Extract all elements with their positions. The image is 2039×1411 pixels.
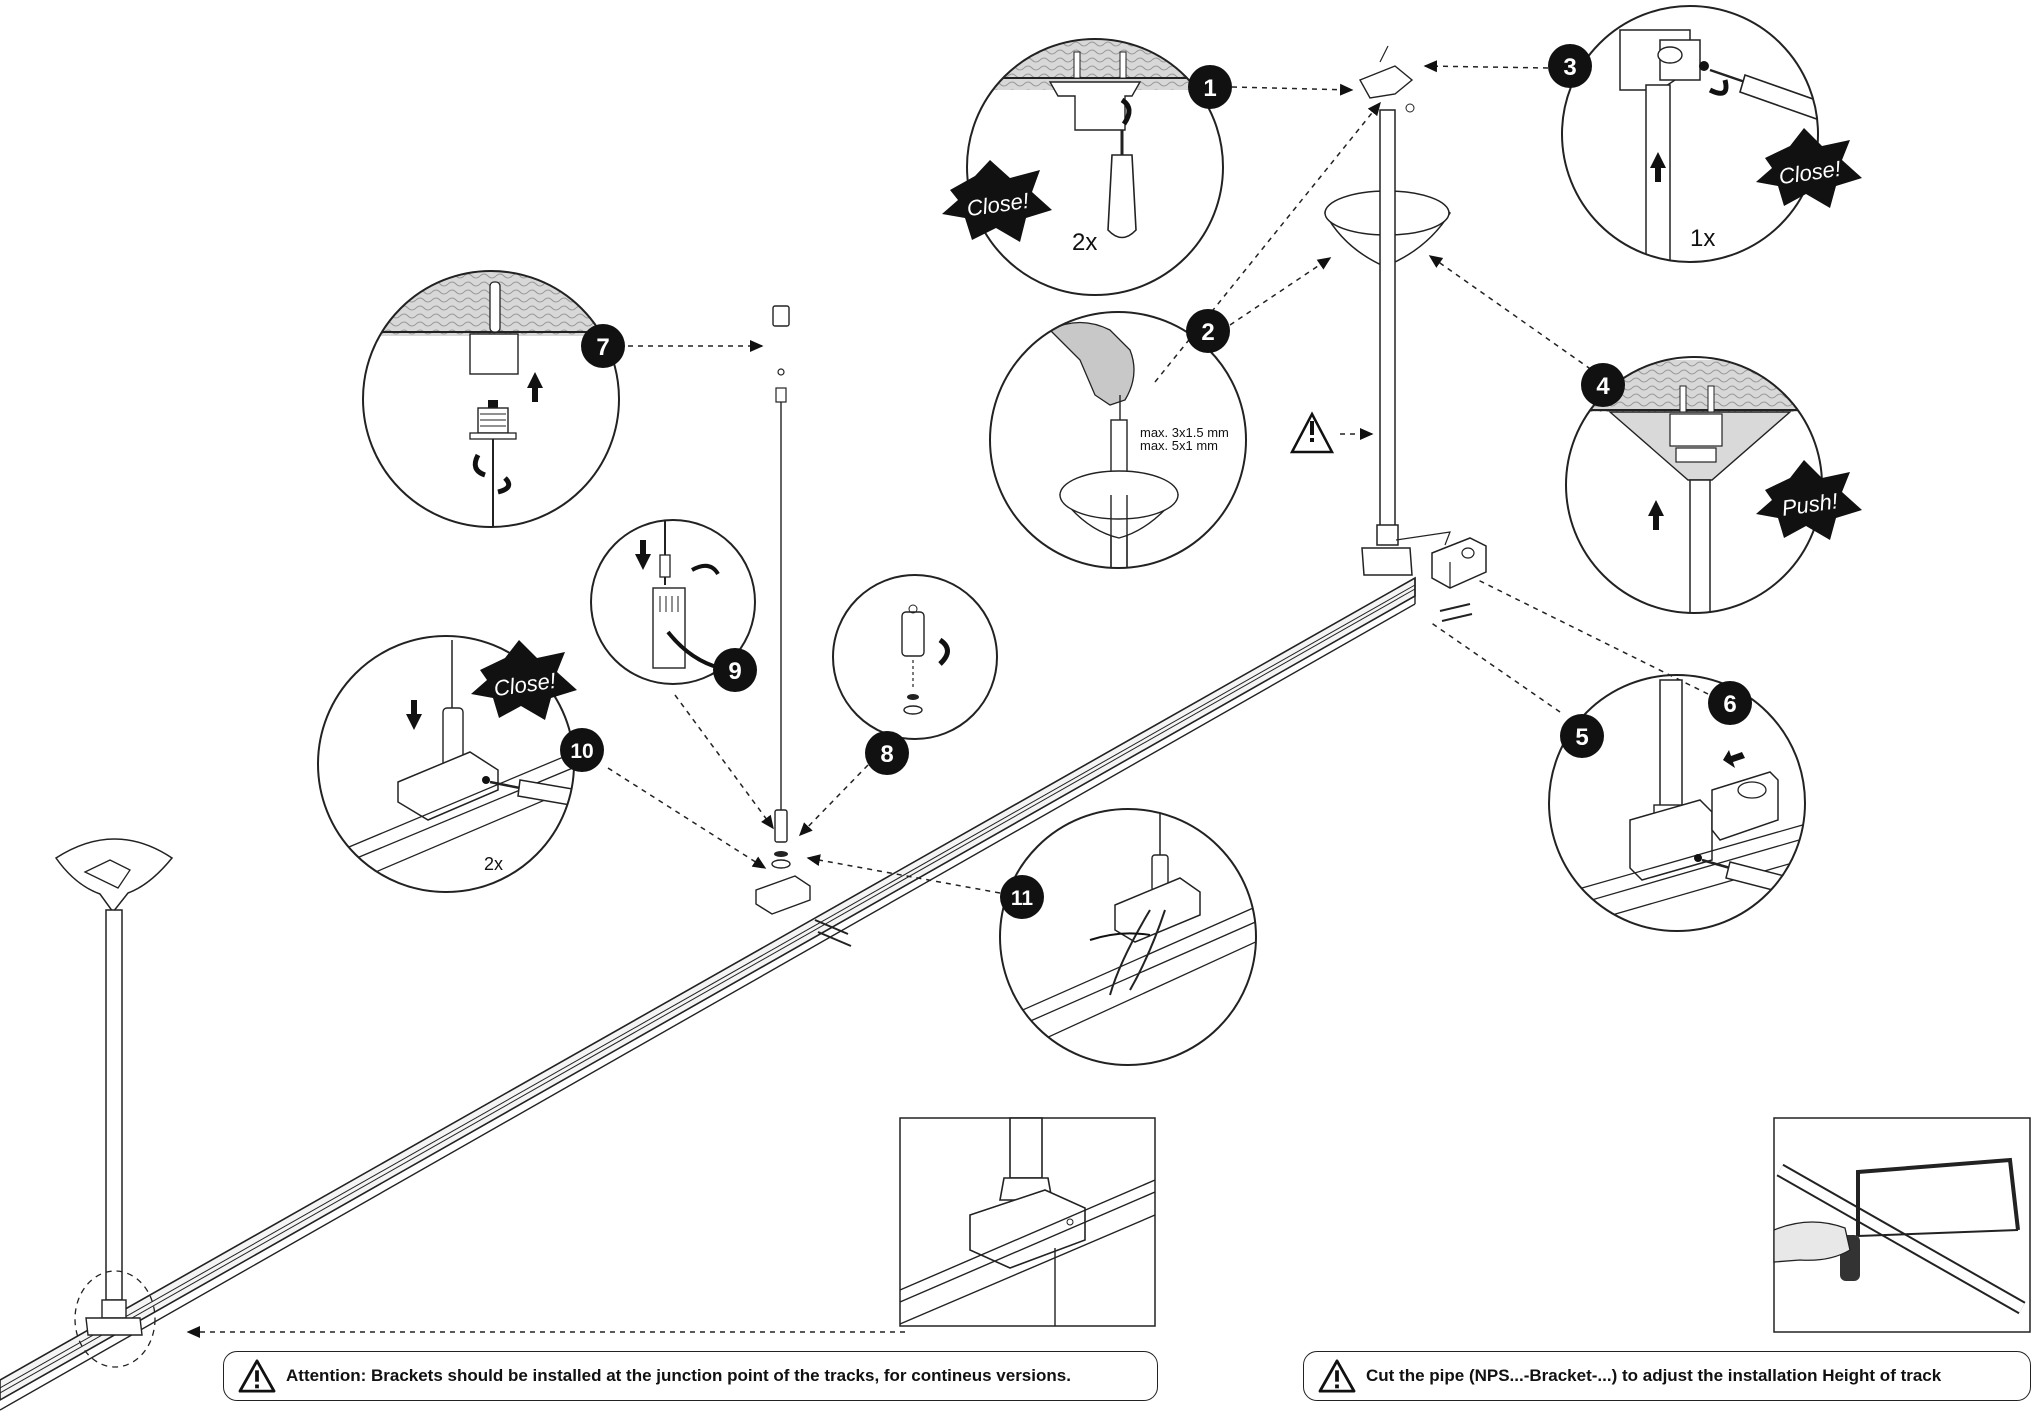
cable-spec-2: max. 5x1 mm [1140, 438, 1218, 453]
count-label: 2x [1072, 229, 1097, 256]
step-number-11: 11 [1000, 875, 1044, 919]
cut-pipe-detail-inset [1773, 1117, 2031, 1333]
junction-note-text: Attention: Brackets should be installed … [286, 1366, 1071, 1385]
callout-4: Push! 4 [1565, 356, 1862, 614]
junction-detail-inset [899, 1117, 1156, 1327]
svg-text:7: 7 [596, 334, 609, 361]
warning-triangle-icon [238, 1359, 276, 1393]
callout-10: Close! 2x 10 [317, 635, 604, 893]
cable-suspension [755, 305, 852, 947]
cable-spec-1: max. 3x1.5 mm [1140, 425, 1229, 440]
callout-11: 11 [999, 808, 1257, 1066]
svg-text:2: 2 [1201, 319, 1214, 346]
step-number-6: 6 [1708, 681, 1752, 725]
junction-box [1431, 537, 1487, 589]
ceiling-bracket-top [1359, 45, 1415, 113]
step-number-4: 4 [1581, 363, 1625, 407]
svg-text:9: 9 [728, 658, 741, 685]
warning-triangle-icon [1318, 1359, 1356, 1393]
svg-text:11: 11 [1011, 887, 1034, 910]
svg-text:6: 6 [1723, 691, 1736, 718]
svg-text:8: 8 [880, 741, 893, 768]
push-badge: Push! [1756, 460, 1862, 540]
svg-text:3: 3 [1563, 54, 1576, 81]
svg-text:10: 10 [570, 740, 593, 763]
left-pendant [54, 838, 174, 1368]
svg-text:1: 1 [1203, 75, 1216, 102]
step-number-7: 7 [581, 324, 625, 368]
warning-triangle-icon [1289, 411, 1335, 454]
junction-note: Attention: Brackets should be installed … [223, 1351, 1158, 1401]
step-number-1: 1 [1188, 65, 1232, 109]
main-track [0, 576, 1416, 1411]
cut-pipe-note-text: Cut the pipe (NPS...-Bracket-...) to adj… [1366, 1366, 1942, 1385]
step-number-5: 5 [1560, 714, 1604, 758]
count-label: 2x [484, 854, 503, 874]
count-label: 1x [1690, 225, 1715, 252]
callout-1: Close! 2x 1 [942, 38, 1232, 296]
close-badge: Close! [942, 160, 1052, 242]
callout-2: max. 3x1.5 mm max. 5x1 mm 2 [989, 309, 1247, 569]
svg-text:5: 5 [1575, 724, 1588, 751]
callout-6: 5 6 [1548, 674, 1806, 932]
svg-text:4: 4 [1596, 373, 1610, 400]
close-badge: Close! [471, 640, 577, 720]
callout-7: 7 [362, 270, 625, 528]
step-number-3: 3 [1548, 44, 1592, 88]
close-badge: Close! [1756, 128, 1862, 208]
step-number-8: 8 [865, 731, 909, 775]
right-pendant [1289, 45, 1487, 622]
callout-9: 9 [590, 519, 757, 692]
cut-pipe-note: Cut the pipe (NPS...-Bracket-...) to adj… [1303, 1351, 2031, 1401]
step-number-10: 10 [560, 728, 604, 772]
callout-3: Close! 1x 3 [1548, 5, 1862, 263]
step-number-2: 2 [1186, 309, 1230, 353]
callout-8: 8 [832, 574, 998, 775]
step-number-9: 9 [713, 648, 757, 692]
